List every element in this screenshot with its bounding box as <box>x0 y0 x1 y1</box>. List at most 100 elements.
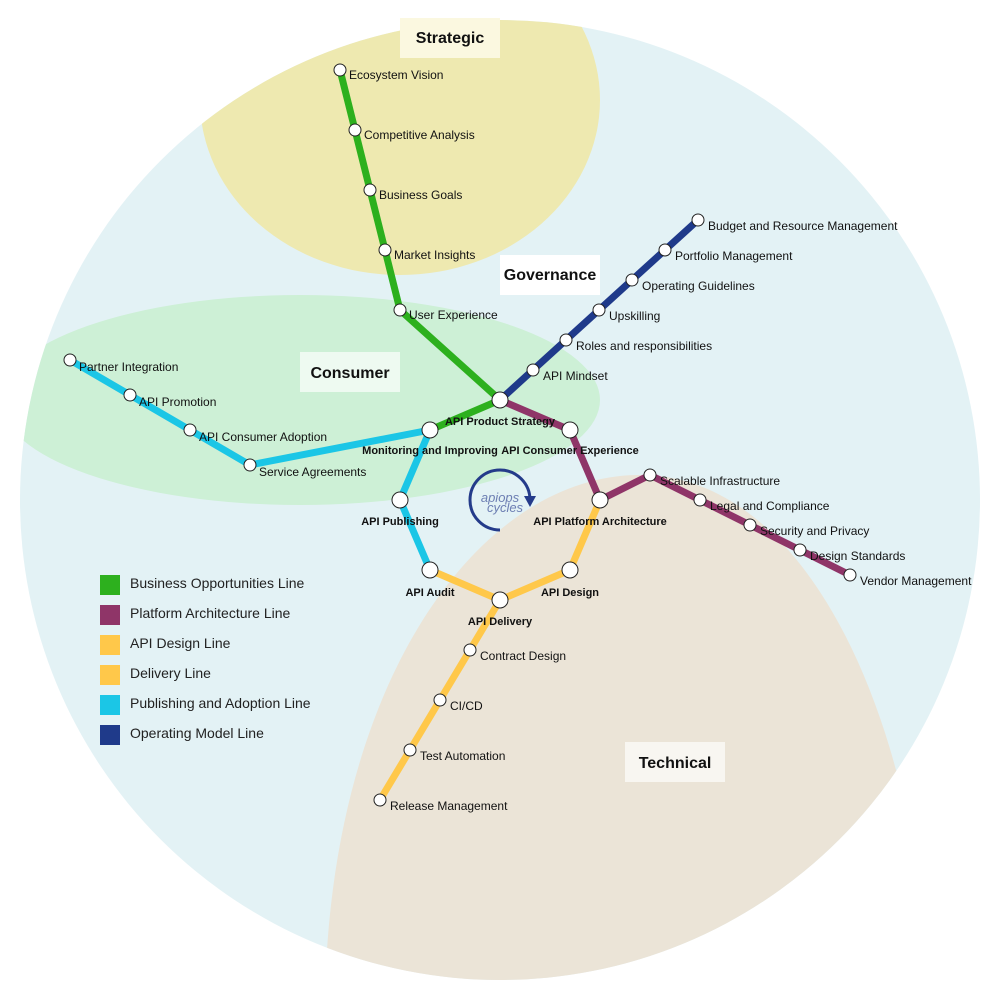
apiops-cycles-logo: apiops cycles <box>468 468 536 532</box>
label-ecosystem-vision: Ecosystem Vision <box>349 68 443 82</box>
hub-api-product-strategy[interactable] <box>491 391 509 409</box>
logo-text-line2: cycles <box>487 500 524 515</box>
hub-api-audit[interactable] <box>421 561 439 579</box>
legend-label: Delivery Line <box>130 665 211 681</box>
hub-monitoring-improving[interactable] <box>421 421 439 439</box>
label-scalable-infrastructure: Scalable Infrastructure <box>660 474 780 488</box>
station-service-agreements[interactable] <box>243 458 257 472</box>
label-api-publishing: API Publishing <box>361 516 439 528</box>
station-partner-integration[interactable] <box>63 353 77 367</box>
station-api-mindset[interactable] <box>526 363 540 377</box>
label-operating-guidelines: Operating Guidelines <box>642 279 755 293</box>
platform-architecture-line <box>496 396 854 579</box>
station-budget[interactable] <box>691 213 705 227</box>
legend-swatch <box>100 635 120 655</box>
label-competitive-analysis: Competitive Analysis <box>364 128 475 142</box>
legend-label: Publishing and Adoption Line <box>130 695 311 711</box>
hub-api-platform-architecture[interactable] <box>591 491 609 509</box>
legend-item-delivery: Delivery Line <box>100 665 211 685</box>
label-portfolio-management: Portfolio Management <box>675 249 793 263</box>
logo-cycle-arc <box>468 468 532 532</box>
label-api-consumer-experience: API Consumer Experience <box>501 445 639 457</box>
label-api-delivery: API Delivery <box>468 616 533 628</box>
station-competitive-analysis[interactable] <box>348 123 362 137</box>
label-api-platform-architecture: API Platform Architecture <box>533 516 666 528</box>
legend-label: Operating Model Line <box>130 725 264 741</box>
strategic-label-box <box>400 18 500 58</box>
label-test-automation: Test Automation <box>420 749 505 763</box>
station-scalable-infrastructure[interactable] <box>643 468 657 482</box>
legend-swatch <box>100 695 120 715</box>
strategic-zone <box>200 20 600 275</box>
station-user-experience[interactable] <box>393 303 407 317</box>
hub-api-delivery[interactable] <box>491 591 509 609</box>
legend-swatch <box>100 665 120 685</box>
station-design-standards[interactable] <box>793 543 807 557</box>
stations <box>63 63 857 807</box>
label-upskilling: Upskilling <box>609 309 660 323</box>
legend-swatch <box>100 575 120 595</box>
station-api-consumer-adoption[interactable] <box>183 423 197 437</box>
hub-api-design[interactable] <box>561 561 579 579</box>
station-market-insights[interactable] <box>378 243 392 257</box>
label-service-agreements: Service Agreements <box>259 465 366 479</box>
station-vendor-management[interactable] <box>843 568 857 582</box>
label-security-privacy: Security and Privacy <box>760 524 869 538</box>
station-upskilling[interactable] <box>592 303 606 317</box>
legend-swatch <box>100 605 120 625</box>
strategic-label: Strategic <box>416 30 485 47</box>
station-ecosystem-vision[interactable] <box>333 63 347 77</box>
label-api-consumer-adoption: API Consumer Adoption <box>199 430 327 444</box>
logo-arrow <box>524 496 536 507</box>
label-legal-compliance: Legal and Compliance <box>710 499 830 513</box>
label-api-audit: API Audit <box>405 587 454 599</box>
station-ci-cd[interactable] <box>433 693 447 707</box>
label-ci-cd: CI/CD <box>450 699 483 713</box>
station-contract-design[interactable] <box>463 643 477 657</box>
consumer-zone <box>20 295 600 505</box>
label-roles: Roles and responsibilities <box>576 339 712 353</box>
label-vendor-management: Vendor Management <box>860 574 972 588</box>
station-release-management[interactable] <box>373 793 387 807</box>
label-market-insights: Market Insights <box>394 248 475 262</box>
label-release-management: Release Management <box>390 799 508 813</box>
legend-item-operating: Operating Model Line <box>100 725 264 745</box>
station-labels: Ecosystem Vision Competitive Analysis Bu… <box>79 68 972 813</box>
station-security-privacy[interactable] <box>743 518 757 532</box>
station-roles[interactable] <box>559 333 573 347</box>
station-api-promotion[interactable] <box>123 388 137 402</box>
technical-label-box <box>625 742 725 782</box>
label-api-promotion: API Promotion <box>139 395 216 409</box>
label-api-mindset: API Mindset <box>543 369 608 383</box>
hub-stations <box>391 391 609 609</box>
technical-label: Technical <box>639 755 712 772</box>
station-business-goals[interactable] <box>363 183 377 197</box>
station-test-automation[interactable] <box>403 743 417 757</box>
zone-labels: Strategic Governance Consumer Technical <box>300 18 725 782</box>
hub-api-publishing[interactable] <box>391 491 409 509</box>
governance-label: Governance <box>504 267 597 284</box>
label-api-product-strategy: API Product Strategy <box>445 416 556 428</box>
legend-label: Platform Architecture Line <box>130 605 291 621</box>
legend-item-platform: Platform Architecture Line <box>100 605 291 625</box>
station-portfolio-management[interactable] <box>658 243 672 257</box>
hub-labels: API Product Strategy Monitoring and Impr… <box>361 416 667 628</box>
governance-label-box <box>500 255 600 295</box>
label-partner-integration: Partner Integration <box>79 360 178 374</box>
label-monitoring-improving: Monitoring and Improving <box>362 445 498 457</box>
station-legal-compliance[interactable] <box>693 493 707 507</box>
label-api-design: API Design <box>541 587 599 599</box>
hub-api-consumer-experience[interactable] <box>561 421 579 439</box>
consumer-label: Consumer <box>310 365 389 382</box>
legend-item-api-design: API Design Line <box>100 635 231 655</box>
legend-item-business: Business Opportunities Line <box>100 575 305 595</box>
consumer-label-box <box>300 352 400 392</box>
label-contract-design: Contract Design <box>480 649 566 663</box>
legend-label: Business Opportunities Line <box>130 575 305 591</box>
station-operating-guidelines[interactable] <box>625 273 639 287</box>
label-budget: Budget and Resource Management <box>708 219 898 233</box>
label-user-experience: User Experience <box>409 308 498 322</box>
legend-item-publishing: Publishing and Adoption Line <box>100 695 311 715</box>
legend-label: API Design Line <box>130 635 231 651</box>
